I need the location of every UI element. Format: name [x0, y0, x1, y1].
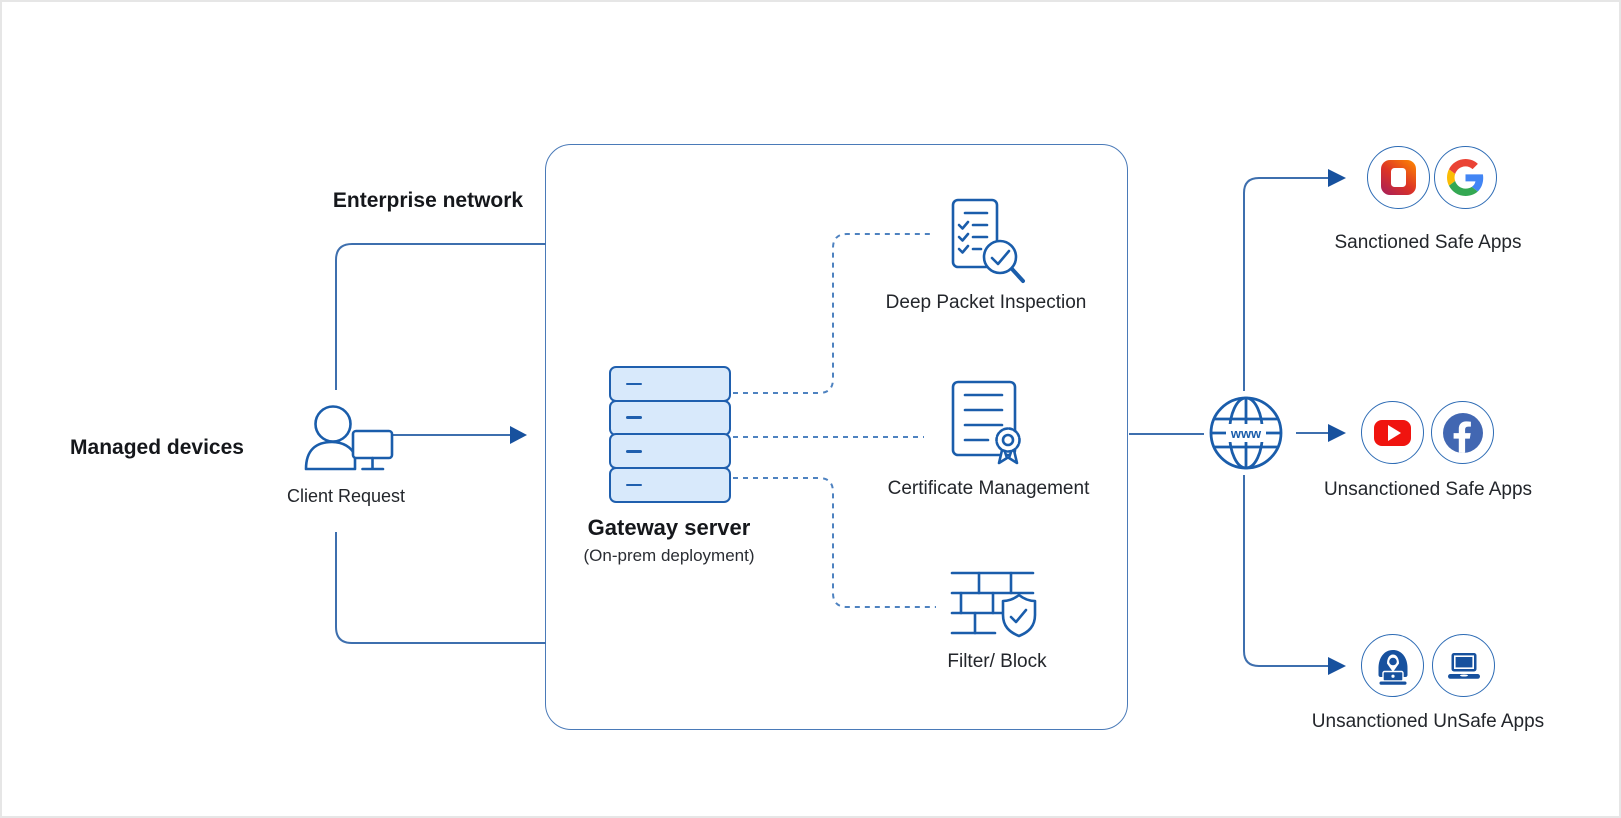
- gateway-server-caption: Gateway server (On-prem deployment): [539, 515, 799, 566]
- internet-to-sanctioned-line: [1243, 177, 1328, 391]
- server-slice-dash: [626, 382, 642, 386]
- app-circle-youtube: [1361, 401, 1424, 464]
- certificate-ribbon-icon: [951, 380, 1021, 465]
- server-slice-dash: [626, 416, 642, 419]
- server-to-filter-dashed: [733, 477, 936, 608]
- gateway-server-icon: [609, 366, 731, 503]
- solid-connectors: [335, 177, 1328, 667]
- server-slice-dash: [626, 449, 642, 453]
- hacker-icon: [1378, 649, 1407, 685]
- app-circle-facebook: [1431, 401, 1494, 464]
- client-device-icon: [304, 405, 394, 471]
- globe-label-band: [1226, 424, 1266, 442]
- globe-www-icon: www: [1209, 396, 1283, 470]
- enterprise-bracket-bottom: [335, 532, 546, 644]
- unsanctioned-unsafe-apps-label: Unsanctioned UnSafe Apps: [1311, 711, 1545, 732]
- server-slice: [609, 399, 731, 436]
- client-request-label: Client Request: [286, 486, 406, 506]
- dashed-connectors: [733, 233, 936, 608]
- laptop-icon: [1447, 652, 1480, 679]
- arrowhead-client: [510, 426, 527, 444]
- facebook-icon: [1442, 412, 1483, 453]
- monitor-screen: [351, 429, 394, 460]
- certificate-management-label: Certificate Management: [887, 478, 1090, 499]
- gateway-server-subtitle: (On-prem deployment): [583, 546, 755, 565]
- person-head: [314, 405, 352, 443]
- office-logo-hole: [1391, 168, 1406, 187]
- app-circle-google: [1434, 146, 1497, 209]
- enterprise-bracket-top: [335, 243, 546, 390]
- gateway-server-title: Gateway server: [587, 515, 751, 540]
- server-slice: [609, 466, 731, 503]
- youtube-icon: [1374, 419, 1411, 446]
- youtube-play-triangle: [1388, 424, 1401, 441]
- managed-devices-label: Managed devices: [70, 436, 244, 459]
- server-to-dpi-dashed: [733, 233, 933, 394]
- sanctioned-safe-apps-label: Sanctioned Safe Apps: [1334, 232, 1522, 253]
- enterprise-network-label: Enterprise network: [332, 189, 524, 212]
- person-torso: [304, 440, 357, 471]
- arrowhead-unsanctioned-unsafe: [1328, 657, 1346, 675]
- filter-block-label: Filter/ Block: [947, 651, 1047, 672]
- google-icon: [1447, 159, 1484, 196]
- app-circle-hacker: [1361, 634, 1424, 697]
- internet-to-unsanctioned-unsafe-line: [1243, 475, 1328, 667]
- app-circle-laptop: [1432, 634, 1495, 697]
- firewall-shield-icon: [950, 571, 1037, 638]
- microsoft-office-icon: [1381, 160, 1416, 195]
- app-circle-office: [1367, 146, 1430, 209]
- inspection-checklist-magnifier-icon: [951, 198, 1025, 283]
- deep-packet-inspection-label: Deep Packet Inspection: [885, 292, 1087, 313]
- server-slice-dash: [626, 483, 642, 487]
- server-slice: [609, 433, 731, 470]
- arrowhead-sanctioned: [1328, 169, 1346, 187]
- arrowhead-unsanctioned-safe: [1328, 424, 1346, 442]
- unsanctioned-safe-apps-label: Unsanctioned Safe Apps: [1323, 479, 1533, 500]
- globe-www-text: www: [1230, 426, 1262, 441]
- arrowheads: [510, 169, 1346, 675]
- server-slice: [609, 366, 731, 402]
